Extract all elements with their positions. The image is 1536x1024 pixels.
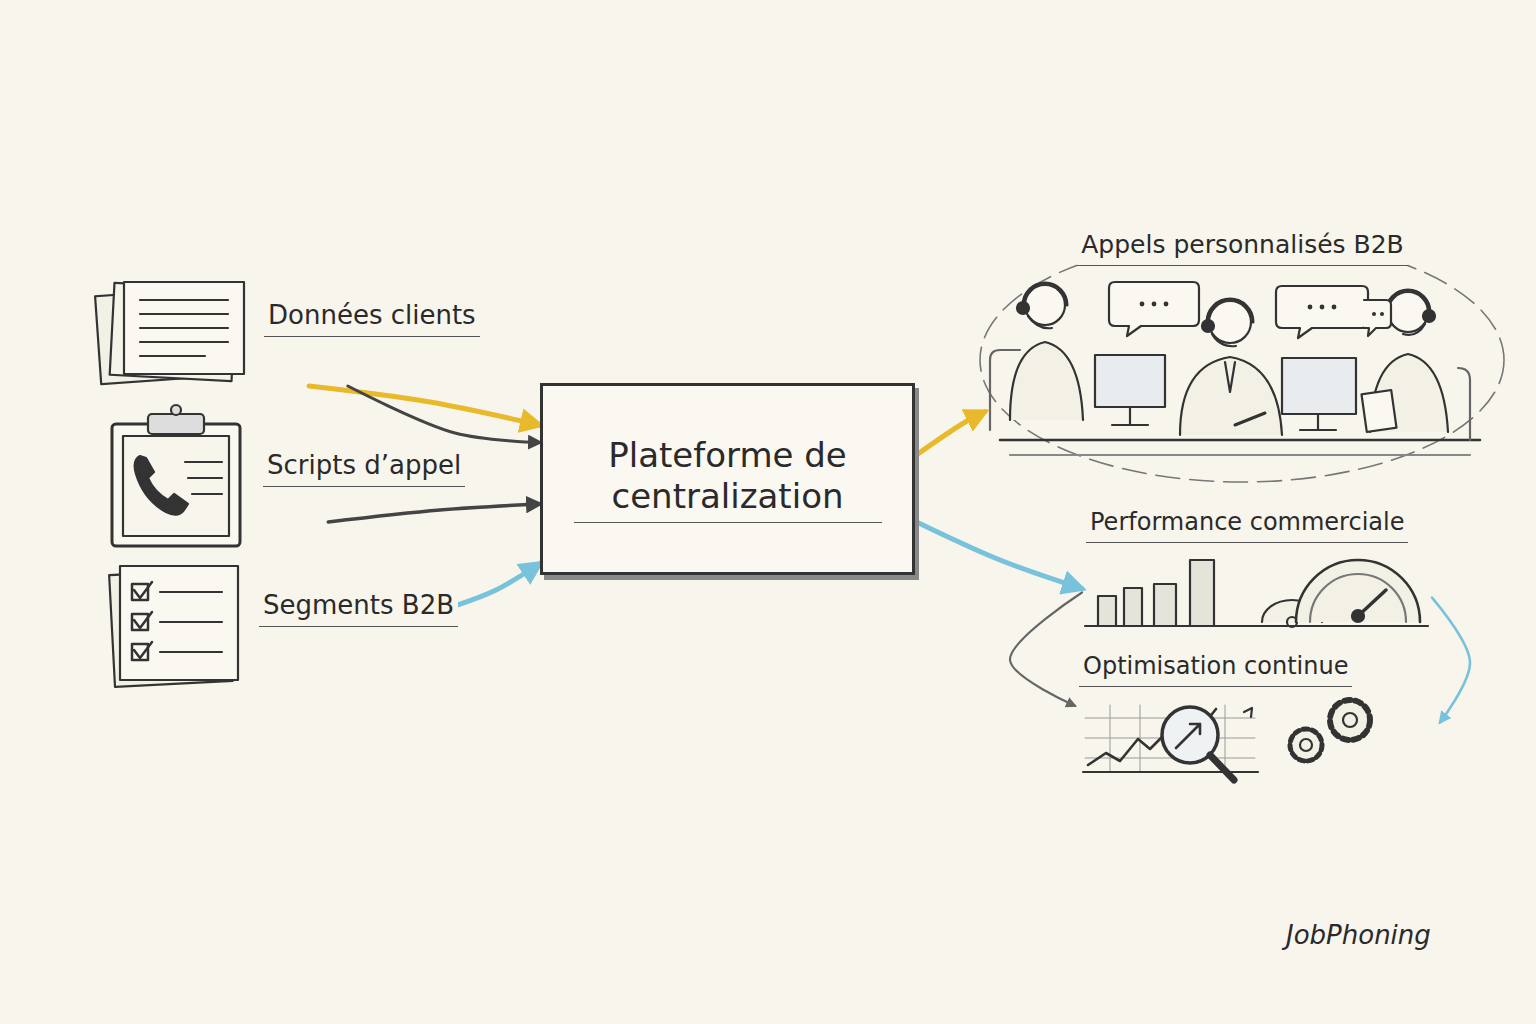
input-item: Segments B2B [105, 560, 458, 688]
flow-arrow [1010, 592, 1082, 705]
performance-charts [1085, 560, 1428, 627]
node-label: Optimisation continue [1079, 652, 1352, 687]
clipboard-icon [112, 405, 240, 546]
flow-arrow [328, 504, 540, 522]
checklist-icon [109, 566, 238, 687]
chart-group: Performance commerciale [1082, 508, 1432, 636]
input-item: Données clients [92, 278, 480, 386]
node-label: Plateforme de centralization [574, 435, 882, 523]
flow-arrow [915, 521, 1082, 588]
node-label: Appels personnalisés B2B [1077, 230, 1407, 266]
node-label: Données clients [264, 300, 480, 337]
flow-arrow [1432, 598, 1470, 723]
node-label: Performance commerciale [1086, 508, 1408, 543]
platform-box: Plateforme de centralization [540, 383, 915, 575]
flow-arrow [458, 563, 540, 604]
call-group: Appels personnalisés B2B [985, 228, 1500, 483]
watermark: JobPhoning [1282, 920, 1435, 950]
flow-arrow [915, 412, 985, 456]
chart-group: Optimisation continue [1075, 652, 1440, 780]
flow-arrow [348, 386, 540, 443]
call-centre-illustration [990, 282, 1480, 455]
node-label: Scripts d’appel [263, 450, 465, 487]
group-oval [980, 238, 1504, 482]
flow-arrow [309, 386, 540, 425]
input-item: Scripts d’appel [105, 402, 465, 522]
documents-icon [95, 282, 244, 384]
optimisation-charts [1083, 700, 1370, 780]
node-label: Segments B2B [259, 590, 458, 627]
